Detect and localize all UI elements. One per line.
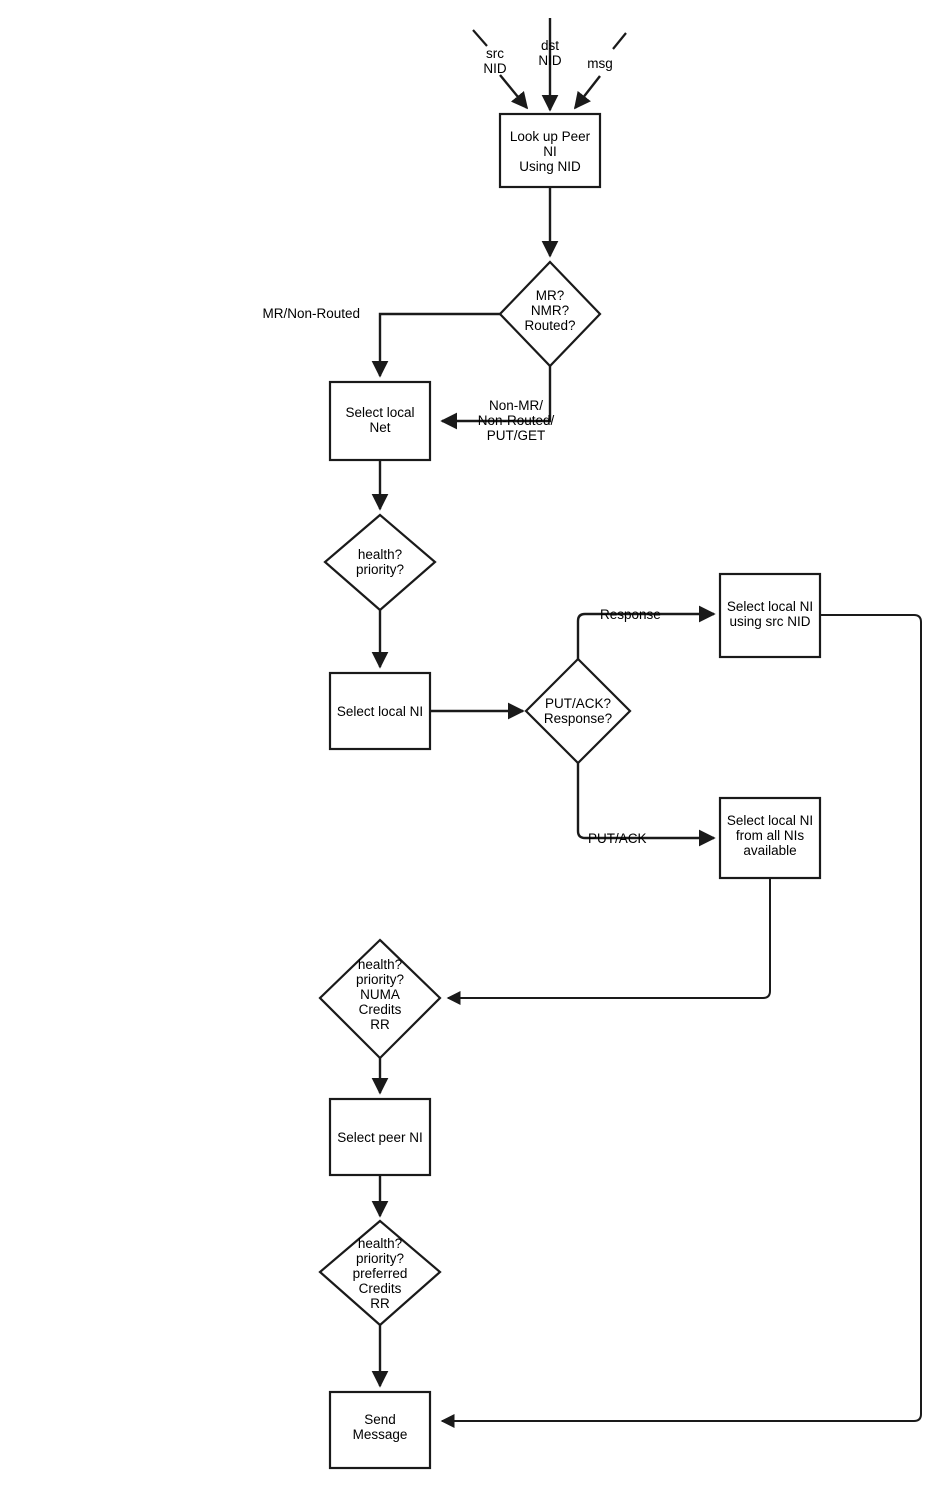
input-dst-label-line1: dst	[541, 38, 559, 53]
node-select-local-ni-all[interactable]: Select local NI from all NIs available	[718, 796, 822, 880]
select-local-ni-all-line3: available	[743, 843, 796, 858]
select-local-net-line2: Net	[369, 420, 390, 435]
node-select-local-ni-src-nid[interactable]: Select local NI using src NID	[718, 572, 822, 659]
health-priority-preferred-line5: RR	[370, 1296, 390, 1311]
label-non-mr-group: Non-MR/ Non-Routed/ PUT/GET	[478, 398, 555, 443]
label-non-mr-line2: Non-Routed/	[478, 413, 555, 428]
label-response: Response	[600, 607, 661, 622]
src-arrow	[499, 74, 529, 110]
edge-src-nid-box-to-send-message	[440, 614, 922, 1428]
health-priority-preferred-line4: Credits	[359, 1281, 402, 1296]
edge-putack-to-all-nis-box	[576, 763, 716, 847]
select-local-net-box[interactable]	[328, 380, 432, 462]
input-dst-group: dst NID	[538, 18, 562, 112]
label-non-mr-line3: PUT/GET	[487, 428, 546, 443]
label-mr-non-routed: MR/Non-Routed	[262, 306, 360, 321]
health-priority-line1: health?	[358, 547, 402, 562]
label-non-mr-line1: Non-MR/	[489, 398, 543, 413]
health-priority-numa-line2: priority?	[356, 972, 404, 987]
select-local-ni-src-nid-box[interactable]	[718, 572, 822, 659]
select-local-ni-line1: Select local NI	[337, 704, 423, 719]
health-priority-numa-line1: health?	[358, 957, 402, 972]
send-message-box[interactable]	[328, 1390, 432, 1470]
select-peer-ni-box[interactable]	[328, 1097, 432, 1177]
health-priority-numa-line4: Credits	[359, 1002, 402, 1017]
health-priority-preferred-line1: health?	[358, 1236, 402, 1251]
send-message-line1: Send	[364, 1412, 396, 1427]
input-src-label-line2: NID	[483, 61, 507, 76]
node-put-ack-response[interactable]: PUT/ACK? Response?	[524, 657, 632, 765]
input-msg-group: msg	[573, 32, 627, 110]
edge-non-mr-to-select-local-net	[440, 366, 552, 430]
edge-mr-to-select-local-net	[371, 312, 500, 378]
edge-all-nis-box-to-numa-diamond	[446, 878, 771, 1005]
put-ack-response-line1: PUT/ACK?	[545, 696, 611, 711]
node-mr-nmr-routed[interactable]: MR? NMR? Routed?	[498, 260, 602, 368]
input-dst-label-line2: NID	[538, 53, 562, 68]
input-src-group: src NID	[472, 29, 529, 110]
select-peer-ni-line1: Select peer NI	[337, 1130, 423, 1145]
health-priority-line2: priority?	[356, 562, 404, 577]
send-message-line2: Message	[353, 1427, 408, 1442]
select-local-ni-src-nid-line2: using src NID	[729, 614, 810, 629]
health-priority-numa-line5: RR	[370, 1017, 390, 1032]
select-local-ni-all-line2: from all NIs	[736, 828, 805, 843]
select-local-net-line1: Select local	[345, 405, 414, 420]
mr-nmr-routed-line2: NMR?	[531, 303, 569, 318]
input-src-label-line1: src	[486, 46, 504, 61]
src-tick	[472, 29, 488, 47]
msg-tick	[612, 32, 627, 50]
node-select-local-net[interactable]: Select local Net	[328, 380, 432, 462]
health-priority-preferred-line2: priority?	[356, 1251, 404, 1266]
msg-arrow	[573, 75, 601, 110]
node-health-priority-numa[interactable]: health? priority? NUMA Credits RR	[318, 938, 442, 1060]
lookup-peer-ni-line1: Look up Peer	[510, 129, 591, 144]
select-local-ni-all-line1: Select local NI	[727, 813, 813, 828]
node-select-local-ni[interactable]: Select local NI	[328, 671, 432, 751]
select-local-ni-src-nid-line1: Select local NI	[727, 599, 813, 614]
lookup-peer-ni-line3: Using NID	[519, 159, 581, 174]
edge-response-to-src-nid-box	[576, 605, 716, 659]
node-health-priority[interactable]: health? priority?	[323, 513, 437, 612]
health-priority-numa-line3: NUMA	[360, 987, 400, 1002]
node-health-priority-preferred[interactable]: health? priority? preferred Credits RR	[318, 1219, 442, 1327]
node-send-message[interactable]: Send Message	[328, 1390, 432, 1470]
health-priority-preferred-line3: preferred	[353, 1266, 408, 1281]
lookup-peer-ni-line2: NI	[543, 144, 557, 159]
label-put-ack: PUT/ACK	[588, 831, 647, 846]
mr-nmr-routed-line3: Routed?	[524, 318, 575, 333]
node-lookup-peer-ni[interactable]: Look up Peer NI Using NID	[498, 112, 602, 189]
put-ack-response-line2: Response?	[544, 711, 612, 726]
select-local-ni-all-box[interactable]	[718, 796, 822, 880]
node-select-peer-ni[interactable]: Select peer NI	[328, 1097, 432, 1177]
input-msg-label-line1: msg	[587, 56, 613, 71]
mr-nmr-routed-line1: MR?	[536, 288, 565, 303]
